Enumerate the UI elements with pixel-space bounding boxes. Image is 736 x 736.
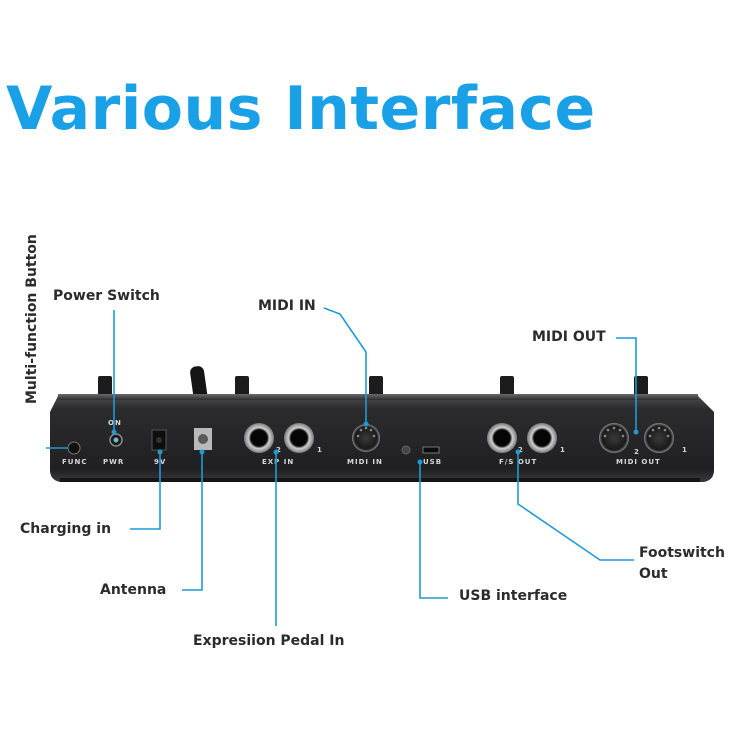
panel-label-2-fs: 2 (518, 446, 524, 454)
panel-label-exp-in: EXP IN (262, 458, 294, 466)
label-multi-function-button: Multi-function Button (24, 234, 40, 404)
label-charging-in: Charging in (20, 521, 112, 537)
panel-label-2-midi: 2 (634, 448, 640, 456)
panel-label-func: FUNC (62, 458, 87, 466)
panel-label-1-midi: 1 (682, 446, 688, 454)
label-power-switch: Power Switch (53, 288, 160, 304)
panel-label-pwr: PWR (103, 458, 124, 466)
footswitch-knobs (98, 376, 648, 396)
panel-label-2-exp: 2 (276, 446, 282, 454)
func-button-graphic (67, 441, 81, 455)
label-footswitch-out-line2: Out (639, 566, 668, 582)
panel-label-usb: USB (423, 458, 442, 466)
panel-label-1-fs: 1 (560, 446, 566, 454)
leader-dots (111, 421, 639, 465)
panel-label-midi-in: MIDI IN (347, 458, 383, 466)
label-expression-pedal-in: Expresiion Pedal In (193, 633, 345, 649)
label-antenna: Antenna (100, 582, 167, 598)
label-usb-interface: USB interface (459, 588, 568, 604)
label-footswitch-out-line1: Footswitch (639, 545, 725, 561)
leader-lines (46, 307, 637, 626)
label-midi-in: MIDI IN (258, 298, 316, 314)
panel-label-1-exp: 1 (317, 446, 323, 454)
label-midi-out: MIDI OUT (532, 329, 606, 345)
panel-label-on: ON (108, 419, 122, 427)
page-title: Various Interface (6, 74, 596, 144)
panel-label-midi-out: MIDI OUT (616, 458, 661, 466)
